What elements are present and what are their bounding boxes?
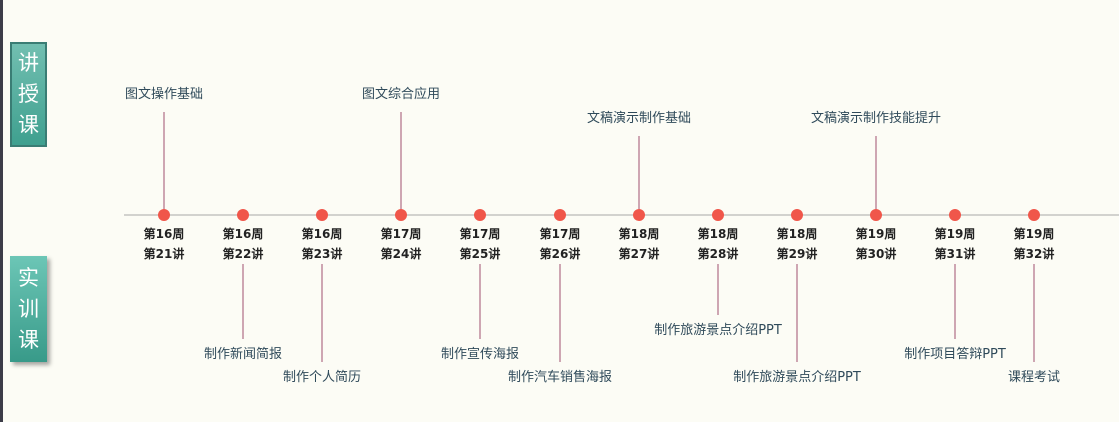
practice-category-box: 实 训 课 bbox=[10, 256, 47, 362]
week-label: 第18周 bbox=[619, 226, 660, 241]
lesson-label: 第28讲 bbox=[698, 246, 739, 261]
practice-char-2: 训 bbox=[18, 296, 39, 321]
lecture-topic-label: 文稿演示制作技能提升 bbox=[811, 110, 941, 126]
week-label: 第18周 bbox=[777, 226, 818, 241]
practice-topic-label: 制作旅游景点介绍PPT bbox=[654, 323, 782, 338]
timeline-dot bbox=[949, 209, 961, 221]
timeline-dot bbox=[237, 209, 249, 221]
lecture-char-1: 讲 bbox=[18, 51, 39, 75]
lesson-label: 第21讲 bbox=[144, 246, 185, 261]
timeline-dot bbox=[633, 209, 645, 221]
practice-topic-label: 制作汽车销售海报 bbox=[508, 369, 612, 385]
lesson-label: 第31讲 bbox=[935, 246, 976, 261]
week-label: 第17周 bbox=[460, 226, 501, 241]
timeline-dot bbox=[395, 209, 407, 221]
left-border bbox=[0, 0, 3, 422]
lesson-label: 第29讲 bbox=[777, 246, 818, 261]
practice-topic-label: 制作宣传海报 bbox=[441, 346, 519, 362]
week-label: 第19周 bbox=[1014, 226, 1055, 241]
practice-char-3: 课 bbox=[18, 327, 39, 352]
lesson-label: 第26讲 bbox=[540, 246, 581, 261]
week-label: 第18周 bbox=[698, 226, 739, 241]
practice-topic-label: 制作旅游景点介绍PPT bbox=[733, 370, 861, 385]
practice-topic-label: 制作个人简历 bbox=[283, 369, 361, 385]
lesson-label: 第30讲 bbox=[856, 246, 897, 261]
timeline-nodes: 图文操作基础第16周第21讲制作新闻简报第16周第22讲制作个人简历第16周第2… bbox=[125, 86, 1060, 385]
week-label: 第19周 bbox=[935, 226, 976, 241]
timeline-dot bbox=[316, 209, 328, 221]
week-label: 第19周 bbox=[856, 226, 897, 241]
practice-topic-label: 制作项目答辩PPT bbox=[904, 346, 1006, 362]
timeline-dot bbox=[474, 209, 486, 221]
lesson-label: 第27讲 bbox=[619, 246, 660, 261]
lecture-category-box: 讲 授 课 bbox=[10, 42, 47, 147]
practice-char-1: 实 bbox=[18, 265, 39, 290]
timeline-dot bbox=[554, 209, 566, 221]
timeline-dot bbox=[1028, 209, 1040, 221]
lesson-label: 第23讲 bbox=[302, 246, 343, 261]
timeline-dot bbox=[870, 209, 882, 221]
lecture-char-3: 课 bbox=[18, 113, 39, 137]
lesson-label: 第25讲 bbox=[460, 246, 501, 261]
lecture-topic-label: 图文综合应用 bbox=[362, 86, 440, 102]
lecture-topic-label: 图文操作基础 bbox=[125, 86, 203, 102]
timeline-dot bbox=[791, 209, 803, 221]
lecture-topic-label: 文稿演示制作基础 bbox=[587, 110, 691, 126]
practice-topic-label: 制作新闻简报 bbox=[204, 346, 282, 362]
lesson-label: 第32讲 bbox=[1014, 246, 1055, 261]
week-label: 第16周 bbox=[302, 226, 343, 241]
week-label: 第17周 bbox=[540, 226, 581, 241]
timeline-dot bbox=[158, 209, 170, 221]
lesson-label: 第22讲 bbox=[223, 246, 264, 261]
week-label: 第17周 bbox=[381, 226, 422, 241]
lecture-char-2: 授 bbox=[18, 82, 39, 106]
timeline-dot bbox=[712, 209, 724, 221]
week-label: 第16周 bbox=[144, 226, 185, 241]
lesson-label: 第24讲 bbox=[381, 246, 422, 261]
week-label: 第16周 bbox=[223, 226, 264, 241]
practice-topic-label: 课程考试 bbox=[1008, 370, 1060, 385]
